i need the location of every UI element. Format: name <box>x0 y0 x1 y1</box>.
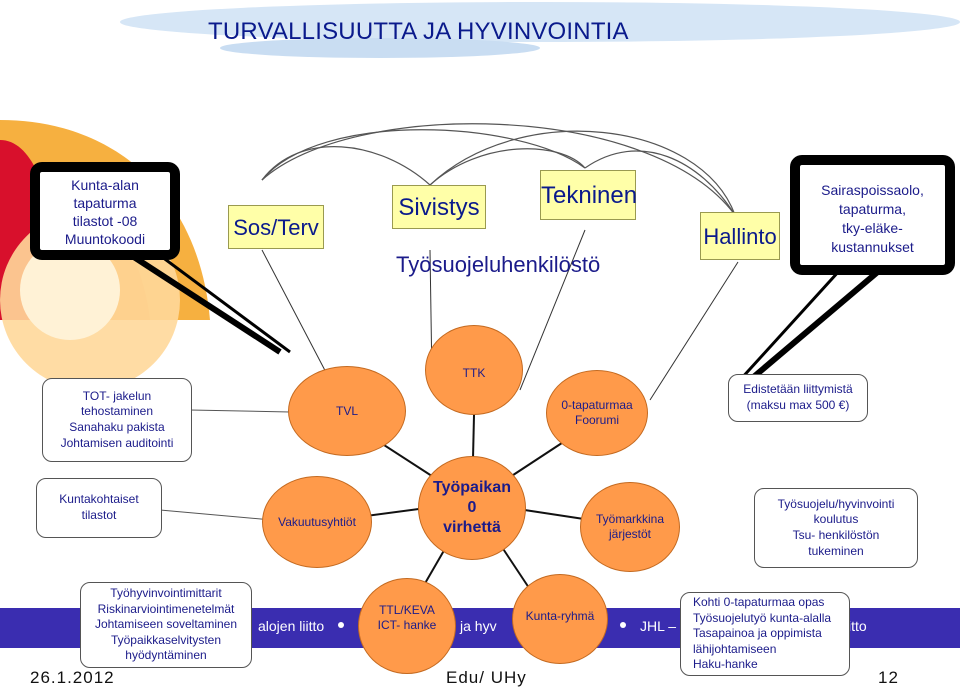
bubble-line: tilastot -08 <box>72 213 138 229</box>
bubble-line: kustannukset <box>831 239 914 255</box>
callout-line: Johtamisen auditointi <box>60 435 174 450</box>
banner-bullet <box>338 622 344 628</box>
callout-line: Haku-hanke <box>693 657 758 672</box>
banner-text: alojen liitto <box>258 618 325 634</box>
banner-text: itto <box>848 618 867 634</box>
center-line: virhettä <box>443 519 501 536</box>
center-circle: Työpaikan 0 virhettä <box>418 456 526 560</box>
bubble-line: tapaturma <box>73 195 137 211</box>
center-line: 0 <box>467 499 477 516</box>
callout-line: TOT- jakelun <box>82 388 152 403</box>
circle-line: ICT- hanke <box>377 618 437 632</box>
circle-line: järjestöt <box>608 527 652 541</box>
footer-page-number: 12 <box>878 668 899 687</box>
circle-tvl: TVL <box>288 366 406 456</box>
callout-line: Sanahaku pakista <box>69 420 165 434</box>
callout-line: tukeminen <box>808 543 864 558</box>
tilastot-bubble: Kunta-alan tapaturma tilastot -08 Muunto… <box>30 162 180 260</box>
circle-line: TTL/KEVA <box>379 603 435 617</box>
callout-line: Työpaikkaselvitysten <box>110 632 222 647</box>
callout-line: Työsuojelu/hyvinvointi <box>777 496 895 511</box>
circle-ttk: TTK <box>425 325 523 415</box>
footer-center: Edu/ UHy <box>446 668 527 687</box>
circle-line: Työmarkkina <box>595 512 665 526</box>
dept-sos-terv: Sos/Terv <box>228 205 324 249</box>
kustannukset-bubble: Sairaspoissaolo, tapaturma, tky-eläke- k… <box>790 155 955 275</box>
callout-koulutus: Työsuojelu/hyvinvointi koulutus Tsu- hen… <box>754 488 918 568</box>
callout-line: Kuntakohtaiset <box>59 492 139 507</box>
banner-text: JHL – <box>640 618 677 634</box>
callout-kuntakohtaiset: Kuntakohtaiset tilastot <box>36 478 162 538</box>
callout-line: koulutus <box>813 512 859 527</box>
tyosuojelu-label: Työsuojeluhenkilöstö <box>396 252 601 277</box>
circle-line: 0-tapaturmaa <box>561 398 633 412</box>
dept-hallinto: Hallinto <box>700 212 780 260</box>
callout-line: lähijohtamiseen <box>693 641 777 656</box>
callout-line: Tasapainoa ja oppimista <box>693 626 822 641</box>
dept-sivistys: Sivistys <box>392 185 486 229</box>
dept-tekninen: Tekninen <box>540 170 637 220</box>
circle-vakuutus: Vakuutusyhtiöt <box>262 476 372 568</box>
callout-line: Tsu- henkilöstön <box>792 528 880 542</box>
callout-mittarit: Työhyvinvointimittarit Riskinarviointime… <box>80 582 252 668</box>
banner-text: ja hyv <box>460 618 497 634</box>
circle-kunta: Kunta-ryhmä <box>512 574 608 664</box>
bubble-line: tapaturma, <box>839 201 906 217</box>
circle-line: Foorumi <box>574 413 619 427</box>
callout-line: tehostaminen <box>80 404 154 419</box>
bubble-line: Muuntokoodi <box>64 231 146 247</box>
callout-line: Edistetään liittymistä <box>743 382 853 397</box>
callout-line: Työhyvinvointimittarit <box>110 586 222 601</box>
bubble-line: tky-eläke- <box>842 220 903 236</box>
bubble-line: Sairaspoissaolo, <box>821 182 924 198</box>
callout-line: Kohti 0-tapaturmaa opas <box>693 595 825 610</box>
page-title: TURVALLISUUTTA JA HYVINVOINTIA <box>208 18 629 45</box>
callout-line: hyödyntäminen <box>125 648 207 663</box>
callout-line: Riskinarviointimenetelmät <box>97 601 235 616</box>
bubble-line: Kunta-alan <box>71 177 139 193</box>
callout-edistetaan: Edistetään liittymistä (maksu max 500 €) <box>728 374 868 422</box>
banner-bullet <box>620 622 626 628</box>
callout-kohti: Kohti 0-tapaturmaa opas Työsuojelutyö ku… <box>680 592 850 676</box>
callout-line: Johtamiseen soveltaminen <box>94 617 238 632</box>
footer-date: 26.1.2012 <box>30 668 115 687</box>
center-line: Työpaikan <box>433 479 511 496</box>
callout-line: tilastot <box>81 508 117 522</box>
callout-line: (maksu max 500 €) <box>746 398 850 412</box>
callout-line: Työsuojelutyö kunta-alalla <box>693 610 832 625</box>
callout-tot: TOT- jakelun tehostaminen Sanahaku pakis… <box>42 378 192 462</box>
